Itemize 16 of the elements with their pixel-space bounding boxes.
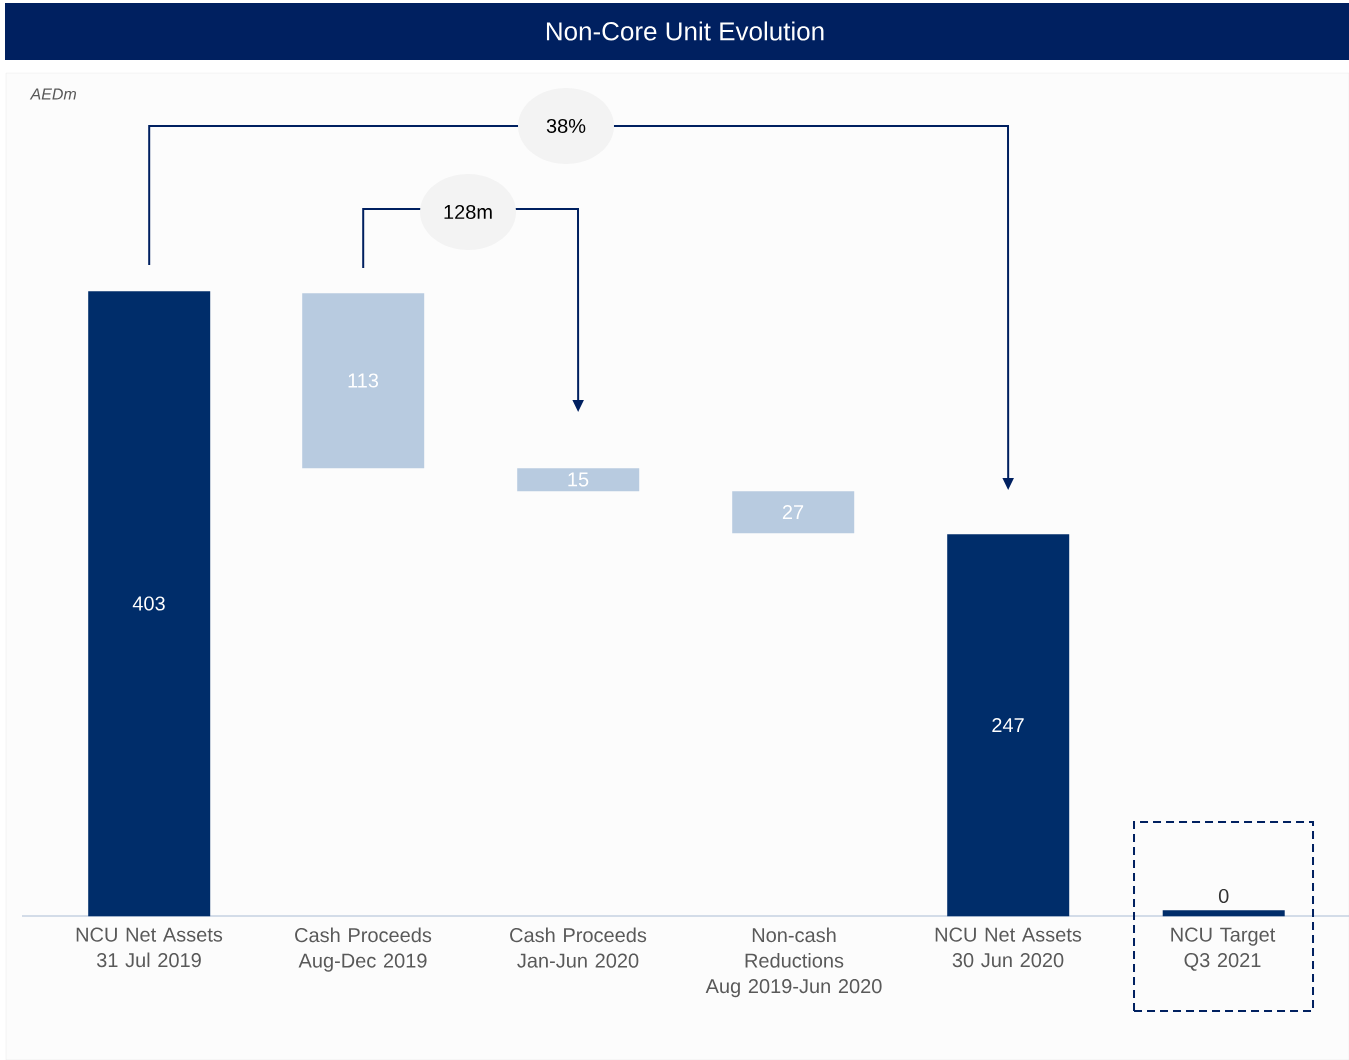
bar: 247 [947,534,1070,917]
bar: 403 [88,291,211,917]
category-label: Cash Proceeds Jan-Jun 2020 [510,927,647,968]
category-label: NCU Net Assets 31 Jul 2019 [76,927,223,968]
bar: 27 [732,491,855,534]
node-label: 0 [1218,888,1229,904]
bar: 0 [1162,888,1285,917]
bar: 113 [302,293,425,469]
title-bar: Non-Core Unit Evolution [5,3,1349,60]
category-label: Non-cash Reductions Aug 2019-Jun 2020 [705,927,882,998]
edge-label: 38% [518,88,614,164]
bar: 15 [517,468,640,492]
edge-label: 128m [420,174,516,250]
category-label: NCU Net Assets 30 Jun 2020 [935,927,1082,968]
unit-label: AEDm [29,88,76,100]
category-label: Cash Proceeds Aug-Dec 2019 [295,927,432,972]
